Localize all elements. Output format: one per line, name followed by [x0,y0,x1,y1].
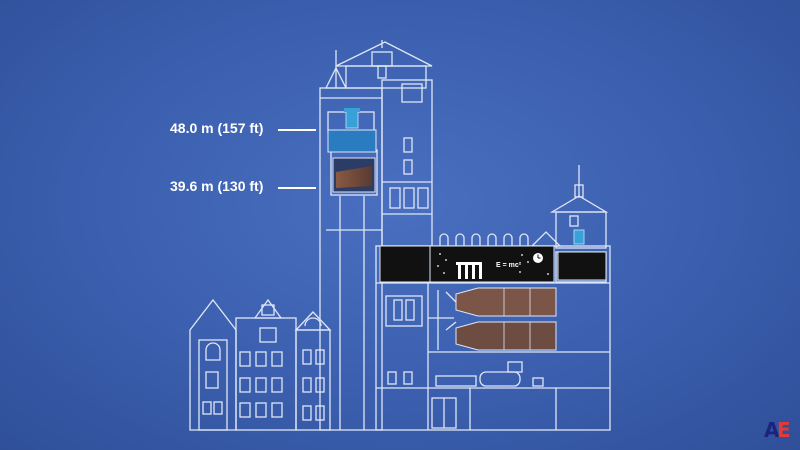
tower-annex [381,79,433,247]
logo-letter-a: A [764,418,780,442]
formula-text: E = mc² [496,262,522,269]
upper-height-leader-line [278,129,316,131]
upper-lab-48m [327,108,377,153]
tunnel-cones [455,287,557,351]
upper-height-label: 48.0 m (157 ft) [170,120,264,136]
lower-height-label: 39.6 m (130 ft) [170,178,264,194]
lower-height-leader-line [278,187,316,189]
wood-lab-39m [332,157,376,193]
channel-logo: A E [764,418,794,444]
logo-letter-e: E [777,418,791,442]
ground-floor-details [431,290,544,429]
left-castle-building [189,298,332,431]
formula-banner [379,229,607,283]
tower-rooftop [324,40,433,89]
